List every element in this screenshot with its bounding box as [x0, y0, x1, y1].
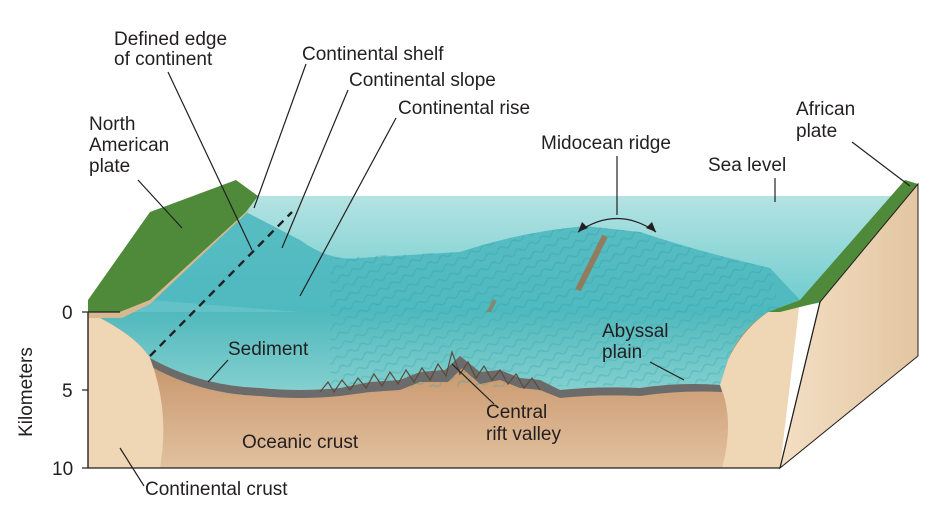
depth-tick-label-10: 10: [52, 459, 73, 480]
label-midocean-ridge: Midocean ridge: [541, 133, 671, 154]
label-continental-crust: Continental crust: [145, 479, 288, 500]
depth-axis-title: Kilometers: [16, 347, 37, 437]
label-sediment: Sediment: [228, 339, 309, 360]
sediment-layer: [150, 356, 722, 398]
leader-continental-crust: [119, 447, 145, 487]
defined-edge-dashed-line: [149, 211, 293, 357]
leader-continental-slope: [281, 89, 349, 249]
leader-north-american: [137, 179, 183, 229]
label-african-1: African: [796, 99, 855, 120]
label-continental-rise: Continental rise: [398, 98, 530, 119]
label-north-american-2: American: [89, 135, 169, 156]
label-central-rift-2: rift valley: [486, 424, 561, 445]
leader-defined-edge: [167, 71, 253, 251]
rift-sawtooth: [319, 349, 541, 394]
label-sea-level: Sea level: [708, 155, 786, 176]
ridge-crest: [575, 234, 608, 292]
ridge-arrow-left-head: [578, 222, 588, 232]
left-continental-crust: [88, 312, 164, 468]
leader-african-plate: [851, 141, 911, 187]
leader-sediment: [207, 359, 229, 383]
african-land: [768, 180, 918, 312]
label-oceanic-crust: Oceanic crust: [242, 432, 359, 453]
right-continental-crust: [720, 300, 800, 468]
label-central-rift-1: Central: [486, 402, 547, 423]
depth-tick-label-5: 5: [62, 381, 73, 402]
leader-continental-rise: [299, 117, 397, 297]
label-african-2: plate: [796, 121, 837, 142]
ocean-floor-ripples: [330, 226, 780, 312]
ridge-arrow-right-head: [646, 222, 656, 232]
leader-abyssal-plain: [649, 361, 685, 381]
label-continental-shelf: Continental shelf: [302, 44, 444, 65]
north-american-land: [88, 180, 258, 312]
depth-tick-label-0: 0: [62, 303, 73, 324]
label-north-american-3: plate: [89, 156, 130, 177]
label-defined-edge-2: of continent: [114, 49, 213, 70]
front-water-ripples: [330, 312, 768, 388]
label-abyssal-1: Abyssal: [602, 321, 669, 342]
label-north-american-1: North: [89, 114, 135, 135]
label-abyssal-2: plain: [602, 342, 642, 363]
leader-central-rift: [451, 363, 495, 405]
leader-continental-shelf: [253, 63, 307, 209]
label-defined-edge-1: Defined edge: [114, 29, 227, 50]
label-continental-slope: Continental slope: [349, 70, 496, 91]
